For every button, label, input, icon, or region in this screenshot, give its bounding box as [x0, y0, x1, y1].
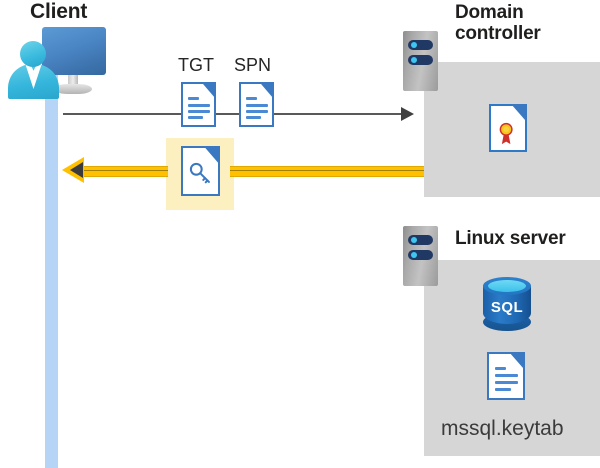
certificate-document-icon	[489, 104, 527, 152]
tgt-label: TGT	[178, 55, 214, 75]
key-glyph-icon	[189, 162, 210, 184]
certificate-seal-icon	[499, 122, 513, 145]
domain-controller-server-icon	[403, 31, 438, 91]
linux-server-icon	[403, 226, 438, 286]
linux-server-title: Linux server	[455, 228, 566, 249]
tgt-document-icon	[181, 82, 216, 127]
monitor-base-icon	[54, 84, 92, 94]
response-arrow-head-inner-icon	[70, 162, 83, 178]
spn-document-icon	[239, 82, 274, 127]
response-arrow-line-right	[230, 166, 424, 177]
client-user-monitor-icon	[8, 27, 106, 99]
client-lifeline	[45, 62, 58, 468]
person-head-icon	[20, 41, 46, 67]
request-arrow-line	[63, 113, 408, 115]
monitor-stand-icon	[68, 75, 78, 86]
sql-database-label: SQL	[490, 299, 524, 316]
spn-label: SPN	[234, 55, 272, 75]
monitor-screen-icon	[42, 27, 106, 75]
response-arrow-line-left	[78, 166, 168, 177]
domain-controller-title: Domain controller	[455, 2, 541, 45]
keytab-document-icon	[487, 352, 525, 400]
service-ticket-key-document-icon	[181, 146, 220, 196]
sql-database-icon: SQL	[483, 277, 531, 333]
client-title: Client	[30, 0, 88, 23]
request-arrow-head-icon	[401, 107, 414, 121]
keytab-filename-label: mssql.keytab	[441, 417, 564, 440]
